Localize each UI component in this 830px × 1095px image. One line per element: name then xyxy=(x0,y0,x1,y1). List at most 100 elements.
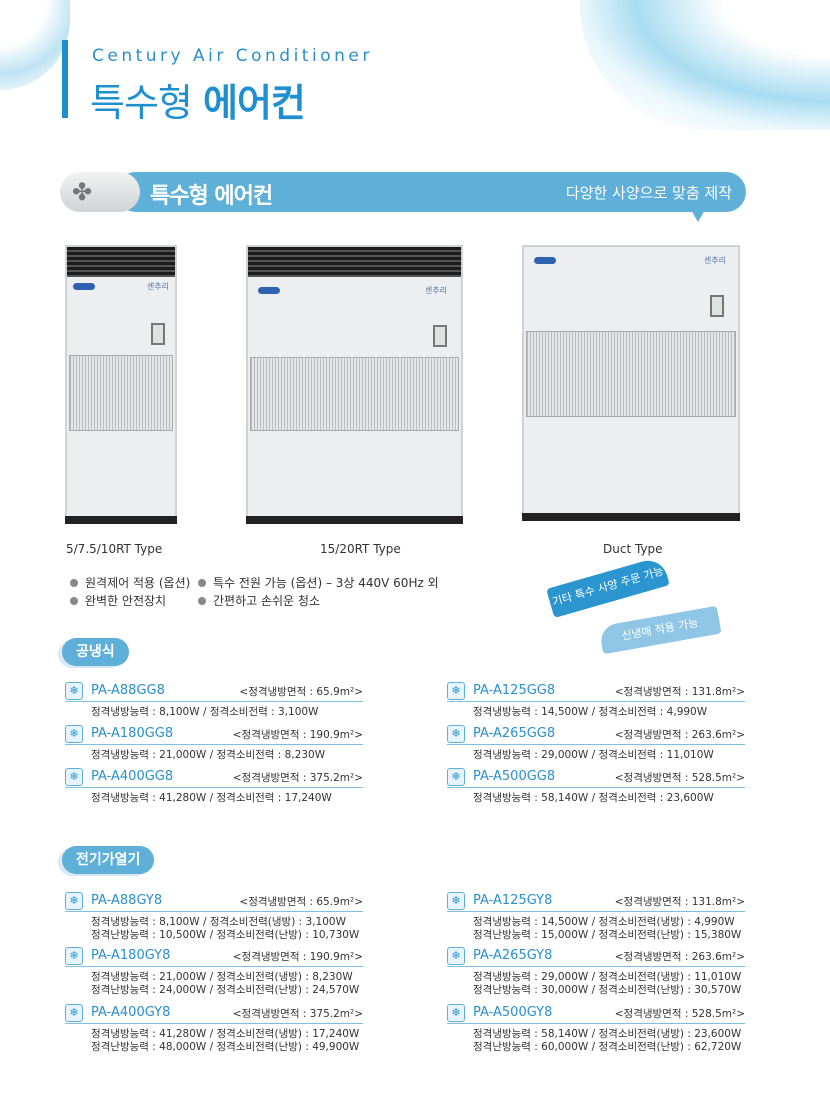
model-area: <정격냉방면적 : 263.6m²> xyxy=(614,729,745,741)
model-header: ❄PA-A125GY8<정격냉방면적 : 131.8m²> xyxy=(447,892,745,912)
bullet-icon xyxy=(70,579,78,587)
air-grille xyxy=(526,331,736,417)
bullet-icon xyxy=(198,597,206,605)
model-header: ❄ PA-A400GG8 <정격냉방면적 : 375.2m²> xyxy=(65,768,363,788)
snowflake-icon: ❄ xyxy=(65,768,83,786)
model-entry: ❄ PA-A400GY8 <정격냉방면적 : 375.2m²> 정격냉방능력 : 41… xyxy=(65,1004,363,1054)
snowflake-icon: ❄ xyxy=(447,892,465,910)
model-specs: 정격냉방능력 : 41,280W / 정격소비전력 : 17,240W xyxy=(91,792,363,805)
banner-icon-circle xyxy=(60,172,140,212)
unit-base xyxy=(522,513,740,521)
spec-line: 정격냉방능력 : 21,000W / 정격소비전력(냉방) : 8,230W xyxy=(91,971,353,983)
model-header: ❄ PA-A400GY8 <정격냉방면적 : 375.2m²> xyxy=(65,1004,363,1024)
air-grille xyxy=(250,357,459,431)
banner-pill xyxy=(116,172,746,212)
control-panel xyxy=(710,295,724,317)
section-badge-electric-heater: 전기가열기 xyxy=(62,846,155,874)
snowflake-icon: ❄ xyxy=(447,682,465,700)
product-image-duct: 센추리 xyxy=(522,245,740,521)
spec-line: 정격냉방능력 : 58,140W / 정격소비전력(냉방) : 23,600W xyxy=(473,1028,742,1040)
control-panel xyxy=(151,323,165,345)
model-name: PA-A400GY8 xyxy=(91,1005,171,1020)
model-entry: ❄PA-A125GY8<정격냉방면적 : 131.8m²>정격냉방능력 : 14… xyxy=(447,892,745,942)
section-badge-air-cooled: 공냉식 xyxy=(62,638,129,666)
model-header: ❄PA-A180GG8<정격냉방면적 : 190.9m²> xyxy=(65,725,363,745)
air-grille xyxy=(69,355,173,431)
banner-title: 특수형 에어컨 xyxy=(150,184,273,209)
product-image-medium: 센추리 xyxy=(246,245,463,524)
model-header: ❄ PA-A88GY8 <정격냉방면적 : 65.9m²> xyxy=(65,892,363,912)
model-name: PA-A88GY8 xyxy=(91,893,163,908)
century-logo xyxy=(258,287,280,294)
model-area: <정격냉방면적 : 65.9m²> xyxy=(239,686,363,698)
spec-line: 정격냉방능력 : 14,500W / 정격소비전력(냉방) : 4,990W xyxy=(473,916,735,928)
brand-label: 센추리 xyxy=(146,282,169,291)
spec-line: 정격난방능력 : 24,000W / 정격소비전력(난방) : 24,570W xyxy=(91,984,360,996)
subtitle-en: Century Air Conditioner xyxy=(92,46,373,66)
model-header: ❄PA-A265GY8<정격냉방면적 : 263.6m²> xyxy=(447,947,745,967)
model-name: PA-A180GG8 xyxy=(91,726,174,741)
model-entry: ❄PA-A180GY8<정격냉방면적 : 190.9m²>정격냉방능력 : 21… xyxy=(65,947,363,997)
title-light: 특수형 xyxy=(90,81,193,125)
spec-line: 정격난방능력 : 15,000W / 정격소비전력(난방) : 15,380W xyxy=(473,929,742,941)
model-name: PA-A88GG8 xyxy=(91,683,165,698)
page-title: 특수형 에어컨 xyxy=(90,72,306,127)
top-vent xyxy=(67,247,175,277)
model-name: PA-A125GY8 xyxy=(473,893,553,908)
model-specs: 정격냉방능력 : 21,000W / 정격소비전력 : 8,230W xyxy=(91,749,363,762)
snowflake-icon: ❄ xyxy=(447,947,465,965)
title-accent-bar xyxy=(62,40,68,118)
unit-base xyxy=(65,516,177,524)
model-specs: 정격냉방능력 : 14,500W / 정격소비전력 : 4,990W xyxy=(473,706,745,719)
spec-line: 정격냉방능력 : 29,000W / 정격소비전력(냉방) : 11,010W xyxy=(473,971,742,983)
spec-line: 정격냉방능력 : 8,100W / 정격소비전력 : 3,100W xyxy=(91,706,319,718)
model-entry: ❄PA-A88GY8<정격냉방면적 : 65.9m²>정격냉방능력 : 8,10… xyxy=(65,892,363,942)
spec-line: 정격난방능력 : 30,000W / 정격소비전력(난방) : 30,570W xyxy=(473,984,742,996)
product-image-small: 센추리 xyxy=(65,245,177,524)
feature-text: 간편하고 손쉬운 청소 xyxy=(213,594,320,608)
model-name: PA-A180GY8 xyxy=(91,948,171,963)
snowflake-icon: ❄ xyxy=(65,892,83,910)
model-specs: 정격냉방능력 : 8,100W / 정격소비전력 : 3,100W xyxy=(91,706,363,719)
spec-line: 정격난방능력 : 10,500W / 정격소비전력(난방) : 10,730W xyxy=(91,929,360,941)
banner-tail xyxy=(690,208,706,222)
feature-text: 특수 전원 가능 (옵션) – 3상 440V 60Hz 외 xyxy=(213,576,439,590)
model-area: <정격냉방면적 : 263.6m²> xyxy=(614,951,745,963)
spec-line: 정격냉방능력 : 58,140W / 정격소비전력 : 23,600W xyxy=(473,792,714,804)
spec-line: 정격냉방능력 : 29,000W / 정격소비전력 : 11,010W xyxy=(473,749,714,761)
model-specs: 정격냉방능력 : 29,000W / 정격소비전력 : 11,010W xyxy=(473,749,745,762)
model-header: ❄ PA-A88GG8 <정격냉방면적 : 65.9m²> xyxy=(65,682,363,702)
snowflake-icon: ❄ xyxy=(447,725,465,743)
product-caption: 5/7.5/10RT Type xyxy=(66,542,163,556)
product-caption: Duct Type xyxy=(603,542,663,556)
model-specs: 정격냉방능력 : 58,140W / 정격소비전력 : 23,600W xyxy=(473,792,745,805)
feature-text: 원격제어 적용 (옵션) xyxy=(85,576,191,590)
snowflake-icon: ❄ xyxy=(65,725,83,743)
model-entry: ❄PA-A125GG8<정격냉방면적 : 131.8m²>정격냉방능력 : 14… xyxy=(447,682,745,719)
model-name: PA-A265GG8 xyxy=(473,726,556,741)
snowflake-icon: ❄ xyxy=(65,682,83,700)
model-area: <정격냉방면적 : 528.5m²> xyxy=(614,1008,745,1020)
bullet-icon xyxy=(198,579,206,587)
model-name: PA-A400GG8 xyxy=(91,769,174,784)
model-name: PA-A500GG8 xyxy=(473,769,556,784)
model-area: <정격냉방면적 : 375.2m²> xyxy=(232,1008,363,1020)
decorative-swirl xyxy=(0,0,70,90)
callout-ribbon: 신냉매 적용 가능 xyxy=(598,605,722,655)
model-header: ❄PA-A500GG8<정격냉방면적 : 528.5m²> xyxy=(447,768,745,788)
control-panel xyxy=(433,325,447,347)
model-entry: ❄PA-A500GG8<정격냉방면적 : 528.5m²> 정격냉방능력 : 58… xyxy=(447,768,745,805)
snowflake-icon: ❄ xyxy=(65,1004,83,1022)
spec-line: 정격난방능력 : 60,000W / 정격소비전력(난방) : 62,720W xyxy=(473,1041,742,1053)
callout-ribbon: 기타 특수 사양 주문 가능 xyxy=(546,556,670,618)
decorative-swirl xyxy=(580,0,830,130)
model-area: <정격냉방면적 : 375.2m²> xyxy=(232,772,363,784)
brand-label: 센추리 xyxy=(424,286,447,295)
banner-subtitle: 다양한 사양으로 맞춤 제작 xyxy=(565,184,732,202)
feature-item: 원격제어 적용 (옵션) xyxy=(70,574,190,591)
model-area: <정격냉방면적 : 65.9m²> xyxy=(239,896,363,908)
model-header: ❄PA-A500GY8<정격냉방면적 : 528.5m²> xyxy=(447,1004,745,1024)
